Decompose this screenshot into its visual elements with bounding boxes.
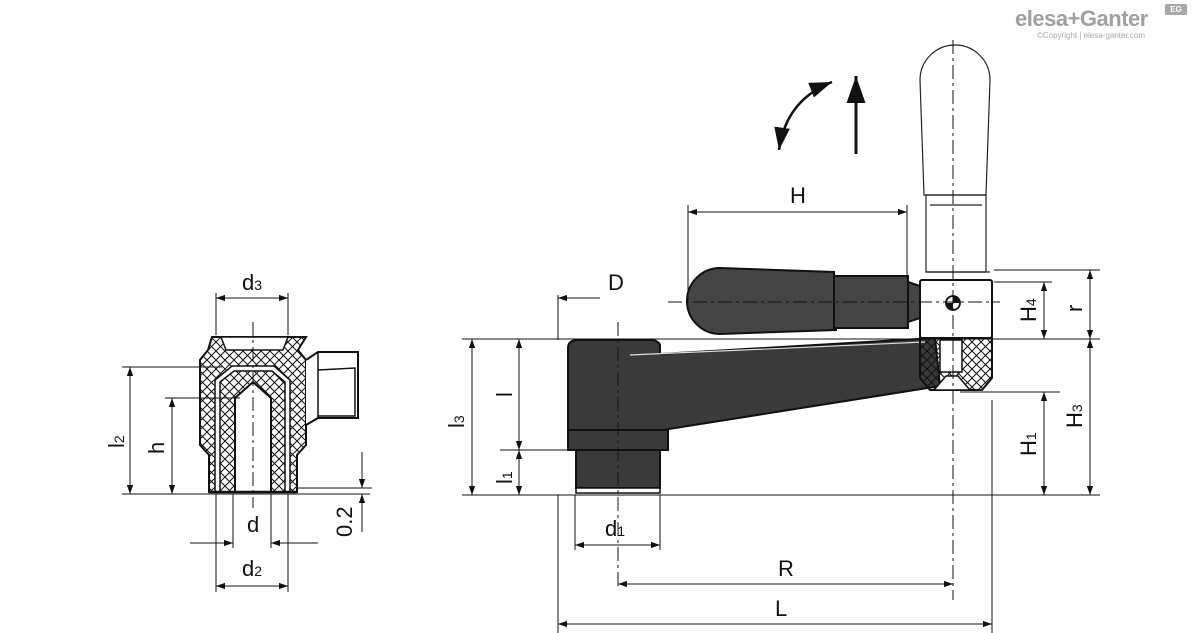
hub-arm-stub bbox=[305, 351, 359, 426]
folding-grip bbox=[686, 266, 838, 336]
label-R: R bbox=[778, 556, 794, 581]
label-H1: H1 bbox=[1016, 432, 1041, 456]
label-d: d bbox=[247, 512, 259, 537]
brand-logo: elesa+Ganter EG ©Copyright | elesa-gante… bbox=[1015, 4, 1190, 44]
rotation-arrow-icon bbox=[774, 80, 833, 151]
label-d2: d2 bbox=[242, 556, 262, 581]
label-h: h bbox=[144, 442, 169, 454]
label-l3: l3 bbox=[444, 415, 469, 428]
label-D: D bbox=[608, 270, 624, 295]
crank-view bbox=[567, 40, 1000, 600]
section-view bbox=[199, 322, 359, 508]
label-l: l bbox=[492, 392, 517, 397]
section-dimensions bbox=[122, 293, 372, 592]
brand-copyright: ©Copyright | elesa-ganter.com bbox=[1037, 31, 1146, 40]
label-l1: l1 bbox=[492, 471, 517, 484]
label-d3: d3 bbox=[242, 270, 262, 295]
crank-arm bbox=[567, 336, 942, 447]
hub-top-recess bbox=[219, 336, 290, 351]
label-H: H bbox=[790, 183, 806, 208]
label-d1: d1 bbox=[605, 516, 625, 541]
label-H4: H4 bbox=[1016, 298, 1041, 322]
label-l2: l2 bbox=[104, 435, 129, 448]
grip-upright-ghost bbox=[919, 44, 991, 273]
label-gap: 0.2 bbox=[332, 506, 357, 537]
label-H3: H3 bbox=[1062, 404, 1087, 428]
label-r: r bbox=[1062, 305, 1087, 312]
brand-badge: EG bbox=[1165, 4, 1187, 15]
crank-dimensions bbox=[462, 205, 1100, 633]
label-L: L bbox=[775, 596, 787, 621]
brand-name: elesa+Ganter bbox=[1015, 6, 1148, 31]
